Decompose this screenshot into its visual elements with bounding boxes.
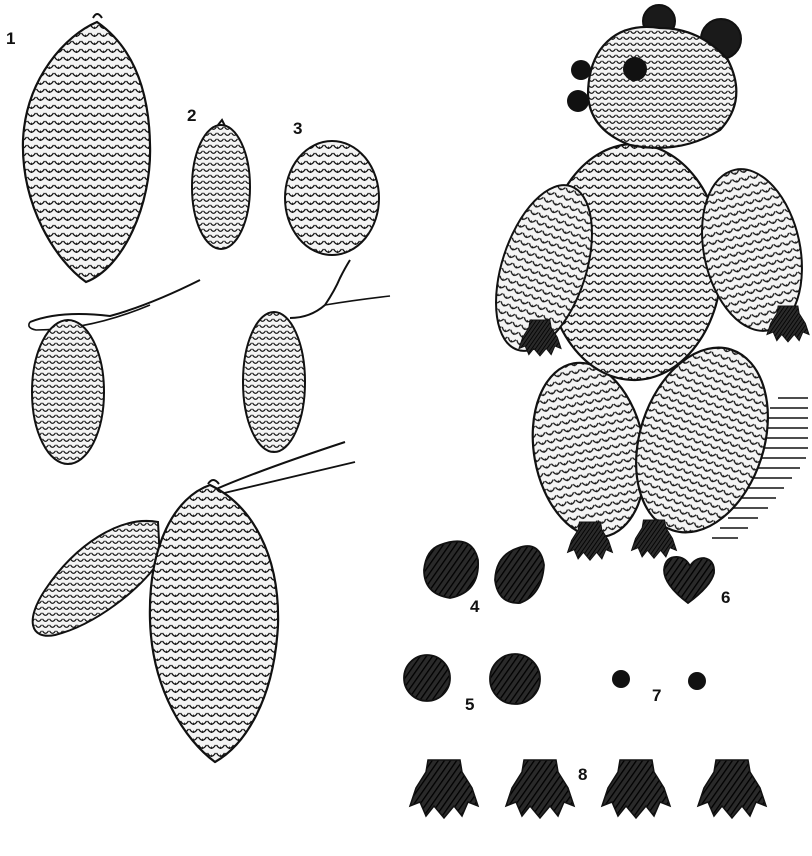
joined-cones [33,442,355,762]
label-2: 2 [187,106,196,125]
bear-figure [477,5,812,560]
label-3: 3 [293,119,302,138]
label-7: 7 [652,686,661,705]
heart-piece [664,557,714,603]
ear-pieces [424,541,544,603]
paw-pieces [410,760,766,818]
label-8: 8 [578,765,587,784]
label-5: 5 [465,695,474,714]
cone-3 [285,141,379,255]
label-1: 1 [6,29,15,48]
wired-cone-left [29,280,200,464]
cone-1 [23,14,150,282]
label-4: 4 [470,597,480,616]
wired-cone-right [243,260,390,452]
cone-2 [192,120,250,249]
label-6: 6 [721,588,730,607]
